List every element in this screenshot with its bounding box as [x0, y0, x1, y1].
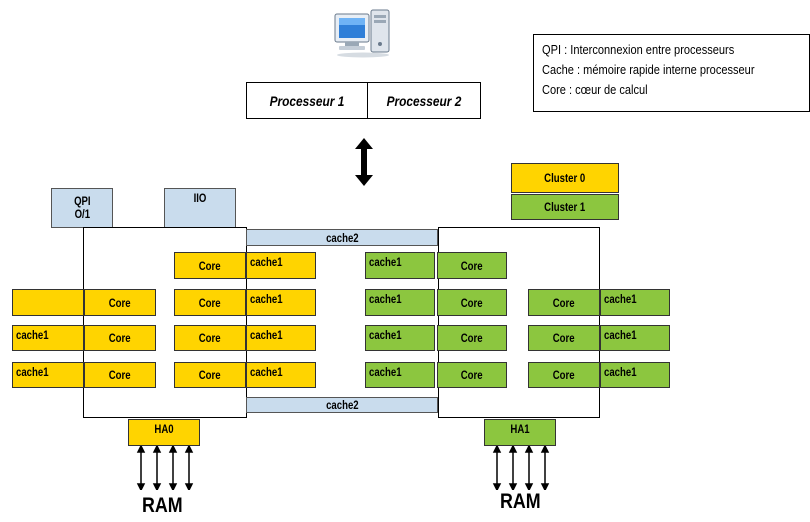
cache1-block: cache1 [246, 252, 316, 279]
core-block: Core [84, 289, 156, 316]
cluster1-box: Cluster 1 [511, 194, 619, 220]
core-block: Core [528, 289, 600, 316]
iio-box: IIO [164, 188, 236, 228]
cache1-block: cache1 [365, 252, 435, 279]
ram-arrows-right [492, 446, 550, 490]
cache1-block: cache1 [365, 325, 435, 351]
cache1-block: cache1 [246, 289, 316, 316]
core-block: Core [528, 325, 600, 351]
empty-block [12, 289, 84, 316]
cluster0-box: Cluster 0 [511, 163, 619, 193]
cluster0-frame [83, 227, 247, 418]
ha0-box: HA0 [128, 419, 200, 446]
cache2-bottom: cache2 [246, 397, 438, 413]
core-block: Core [84, 362, 156, 388]
legend-qpi: QPI : Interconnexion entre processeurs [542, 42, 735, 57]
legend-box: QPI : Interconnexion entre processeurs C… [533, 34, 810, 112]
processor-box: Processeur 1 Processeur 2 [246, 82, 481, 119]
cache1-block: cache1 [600, 289, 670, 316]
core-block: Core [84, 325, 156, 351]
core-block: Core [174, 325, 246, 351]
ram-label-right: RAM [500, 490, 541, 513]
core-block: Core [437, 362, 507, 388]
core-block: Core [437, 252, 507, 279]
cache1-block: cache1 [12, 325, 84, 351]
qpi-box: QPI O/1 [51, 188, 113, 228]
cache1-block: cache1 [600, 362, 670, 388]
cache1-block: cache1 [246, 325, 316, 351]
qpi-label: QPI O/1 [73, 194, 91, 221]
legend-core: Core : cœur de calcul [542, 82, 648, 97]
cache1-block: cache1 [246, 362, 316, 388]
legend-cache: Cache : mémoire rapide interne processeu… [542, 62, 755, 77]
computer-icon [333, 8, 393, 60]
core-block: Core [174, 362, 246, 388]
cluster1-frame [438, 227, 600, 418]
ha1-box: HA1 [484, 419, 556, 446]
core-block: Core [528, 362, 600, 388]
processor-1: Processeur 1 [247, 83, 368, 118]
core-block: Core [174, 289, 246, 316]
cache1-block: cache1 [12, 362, 84, 388]
cache2-top: cache2 [246, 229, 438, 246]
processor-2: Processeur 2 [386, 92, 462, 109]
cache1-block: cache1 [600, 325, 670, 351]
double-arrow-icon [354, 138, 374, 186]
ram-label-left: RAM [142, 494, 183, 517]
cache1-block: cache1 [365, 289, 435, 316]
cache1-block: cache1 [365, 362, 435, 388]
core-block: Core [437, 325, 507, 351]
ram-arrows-left [136, 446, 194, 490]
core-block: Core [437, 289, 507, 316]
core-block: Core [174, 252, 246, 279]
